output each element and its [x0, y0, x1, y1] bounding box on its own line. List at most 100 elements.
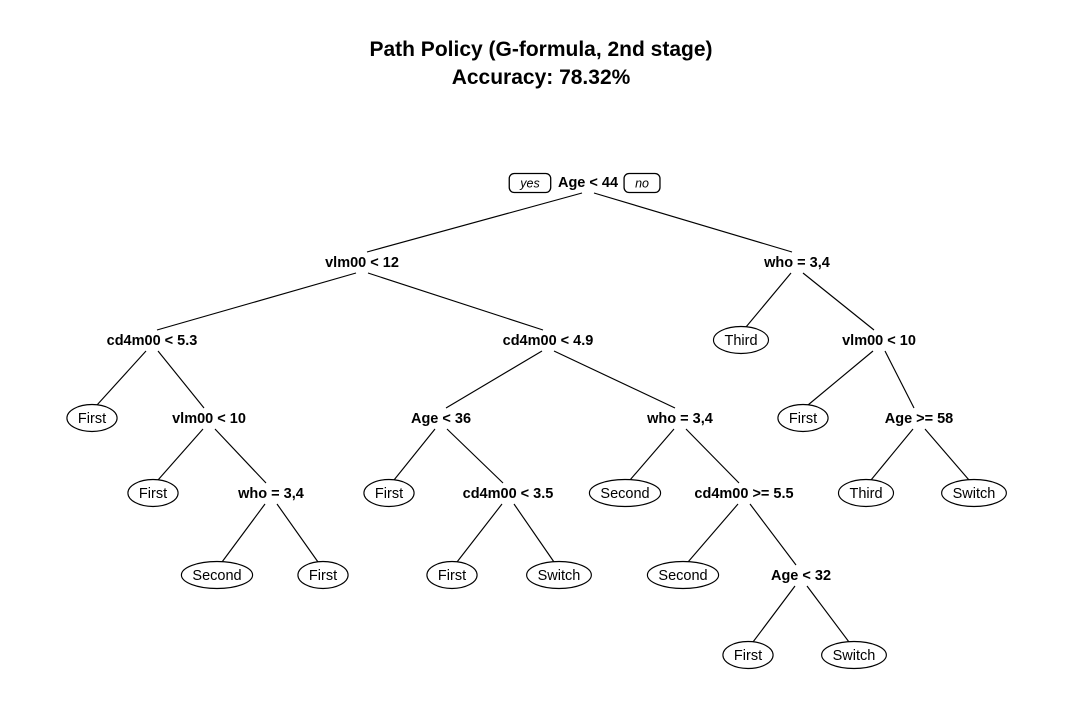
nodes-layer: Age < 44 vlm00 < 12 who = 3,4 cd4m00 < 5.3 c…: [66, 175, 1007, 670]
tree-edge: [513, 503, 555, 563]
split-condition-label: cd4m00 < 5.3: [107, 333, 198, 349]
branch-label-box: [508, 172, 552, 194]
leaf-node[interactable]: Switch: [941, 478, 1007, 508]
leaf-ellipse: [526, 560, 592, 590]
leaf-node[interactable]: Second: [588, 478, 662, 508]
tree-edge: [806, 585, 850, 643]
leaf-label: Switch: [538, 568, 581, 584]
leaf-ellipse: [66, 403, 118, 433]
leaf-node[interactable]: Third: [837, 478, 895, 508]
page-title: Path Policy (G-formula, 2nd stage): [369, 38, 713, 61]
leaf-node[interactable]: Second: [180, 560, 254, 590]
tree-edge: [752, 585, 796, 643]
leaf-label: Second: [658, 568, 707, 584]
split-node[interactable]: who = 3,4: [763, 255, 830, 271]
leaf-ellipse: [646, 560, 720, 590]
tree-edge: [924, 428, 970, 481]
leaf-label: Second: [192, 568, 241, 584]
tree-edge: [456, 503, 503, 563]
tree-edge: [629, 428, 675, 481]
leaf-node[interactable]: First: [426, 560, 478, 590]
split-node[interactable]: vlm00 < 10: [172, 411, 246, 427]
tree-edge: [366, 192, 583, 253]
tree-edge: [807, 350, 874, 406]
leaf-ellipse: [821, 640, 887, 670]
tree-edge: [884, 350, 915, 409]
leaf-ellipse: [777, 403, 829, 433]
leaf-ellipse: [588, 478, 662, 508]
split-condition-label: who = 3,4: [763, 255, 830, 271]
split-node[interactable]: cd4m00 < 5.3: [107, 333, 198, 349]
split-node[interactable]: cd4m00 < 4.9: [503, 333, 594, 349]
leaf-ellipse: [426, 560, 478, 590]
leaf-label: First: [78, 411, 106, 427]
figure-title-block: Path Policy (G-formula, 2nd stage) Accur…: [0, 36, 1082, 92]
leaf-ellipse: [180, 560, 254, 590]
tree-edge: [96, 350, 147, 406]
split-condition-label: who = 3,4: [237, 486, 304, 502]
leaf-node[interactable]: First: [363, 478, 415, 508]
leaf-node[interactable]: First: [66, 403, 118, 433]
tree-edge: [221, 503, 266, 563]
branch-label-yes: yes: [508, 172, 552, 194]
branch-label-text: yes: [519, 176, 539, 190]
edges-layer: [96, 192, 970, 643]
branch-label-box: [623, 172, 661, 194]
leaf-label: Switch: [833, 648, 876, 664]
split-condition-label: Age < 36: [411, 411, 471, 427]
split-condition-label: Age < 32: [771, 568, 831, 584]
leaf-label: First: [438, 568, 466, 584]
leaf-label: First: [139, 486, 167, 502]
split-condition-label: cd4m00 < 4.9: [503, 333, 594, 349]
split-condition-label: vlm00 < 10: [172, 411, 246, 427]
leaf-node[interactable]: First: [127, 478, 179, 508]
split-node[interactable]: Age >= 58: [885, 411, 954, 427]
leaf-ellipse: [297, 560, 349, 590]
split-node[interactable]: who = 3,4: [646, 411, 713, 427]
tree-edge: [745, 272, 792, 328]
branch-label-text: no: [635, 176, 649, 190]
leaf-node[interactable]: Third: [712, 325, 770, 355]
tree-edge: [802, 272, 875, 331]
tree-edge: [367, 272, 544, 331]
accuracy-subtitle: Accuracy: 78.32%: [451, 66, 631, 89]
tree-edge: [870, 428, 914, 481]
split-condition-label: cd4m00 >= 5.5: [694, 486, 793, 502]
leaf-ellipse: [712, 325, 770, 355]
leaf-label: First: [789, 411, 817, 427]
split-node[interactable]: Age < 36: [411, 411, 471, 427]
split-node[interactable]: who = 3,4: [237, 486, 304, 502]
split-node[interactable]: vlm00 < 10: [842, 333, 916, 349]
split-node[interactable]: vlm00 < 12: [325, 255, 399, 271]
leaf-node[interactable]: First: [297, 560, 349, 590]
leaf-node[interactable]: First: [722, 640, 774, 670]
split-node[interactable]: Age < 32: [771, 568, 831, 584]
tree-edge: [553, 350, 676, 409]
split-condition-label: Age >= 58: [885, 411, 954, 427]
branch-labels-layer: yes no: [508, 172, 661, 194]
tree-edge: [157, 428, 204, 481]
tree-edge: [445, 350, 543, 409]
split-condition-label: vlm00 < 10: [842, 333, 916, 349]
leaf-ellipse: [837, 478, 895, 508]
tree-edge: [214, 428, 267, 484]
split-node[interactable]: cd4m00 < 3.5: [463, 486, 554, 502]
leaf-node[interactable]: First: [777, 403, 829, 433]
leaf-label: First: [309, 568, 337, 584]
split-condition-label: Age < 44: [558, 175, 618, 191]
split-condition-label: cd4m00 < 3.5: [463, 486, 554, 502]
leaf-label: First: [734, 648, 762, 664]
tree-edge: [276, 503, 319, 563]
leaf-ellipse: [127, 478, 179, 508]
leaf-ellipse: [941, 478, 1007, 508]
tree-edge: [157, 350, 205, 409]
leaf-node[interactable]: Second: [646, 560, 720, 590]
leaf-node[interactable]: Switch: [821, 640, 887, 670]
split-node[interactable]: cd4m00 >= 5.5: [694, 486, 793, 502]
split-condition-label: vlm00 < 12: [325, 255, 399, 271]
split-node[interactable]: Age < 44: [558, 175, 618, 191]
leaf-label: Switch: [953, 486, 996, 502]
leaf-node[interactable]: Switch: [526, 560, 592, 590]
leaf-label: Third: [724, 333, 757, 349]
